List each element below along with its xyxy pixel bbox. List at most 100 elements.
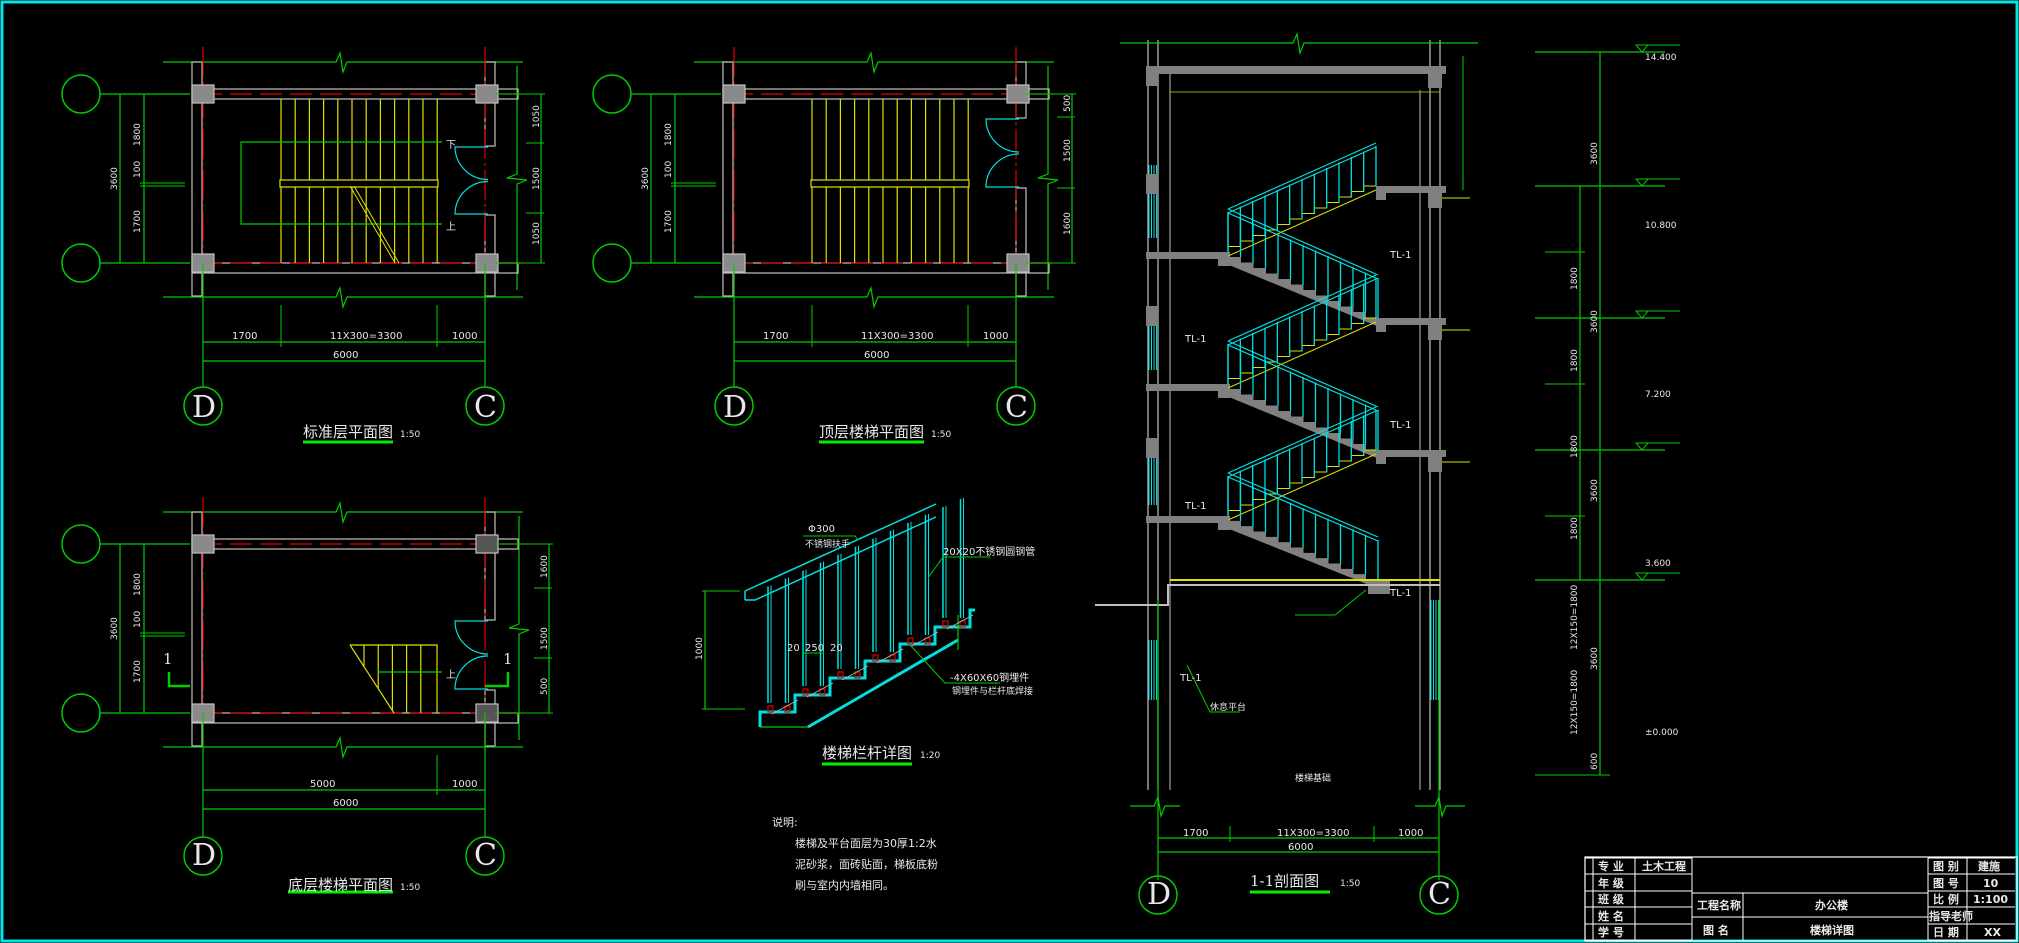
door-leaf (454, 146, 489, 181)
roof-beam (1428, 66, 1442, 88)
handrail (1227, 208, 1379, 276)
dim-left-middle: 100 (664, 161, 674, 178)
section-dim-bottom-1: 1700 (1183, 828, 1208, 839)
dim-right-2: 1500 (532, 167, 542, 190)
dim-total: 6000 (864, 350, 889, 361)
half-dim: 1800 (1570, 435, 1580, 458)
notes-line-1: 楼梯及平台面层为30厚1:2水 (795, 836, 937, 850)
floor-beam (1428, 450, 1442, 472)
axis-bubble-c (465, 836, 505, 876)
plan-title: 标准层平面图 (303, 423, 393, 441)
elevation-label: 14.400 (1645, 53, 1677, 63)
dim-left-middle: 100 (133, 161, 143, 178)
break-line (1120, 31, 1478, 56)
axis-bubble-label-c: C (1428, 877, 1451, 912)
hatch-line (946, 614, 974, 630)
level-symbol (1634, 44, 1650, 53)
section-scale: 1:50 (1340, 879, 1360, 889)
notes-line-2: 泥砂浆，面砖贴面，梯板底粉 (795, 857, 938, 871)
door-leaf (985, 153, 1020, 188)
floor-dim: 3600 (1590, 310, 1600, 333)
wall-bottom (191, 712, 519, 724)
leader-line (927, 556, 990, 579)
landing-label: 休息平台 (1210, 701, 1246, 713)
leader-line (909, 644, 1000, 684)
floor-dim: 3600 (1590, 647, 1600, 670)
foundation-label: 楼梯基础 (1295, 772, 1331, 784)
beam-label: TL-1 (1179, 673, 1201, 684)
door-leaf (454, 620, 489, 655)
plan-scale: 1:50 (400, 883, 420, 893)
axis-bubble-c (465, 386, 505, 426)
column (475, 253, 499, 273)
roof-beam (1146, 66, 1158, 86)
axis-bubble-label-d: D (723, 390, 747, 425)
handrail-note: 不锈钢扶手 (805, 538, 850, 550)
standard-floor-plan: D C 1700 11X300=3300 1000 6000 3600 1800… (61, 47, 545, 444)
handrail (1227, 274, 1377, 342)
section-mark-left: 1 (163, 650, 173, 668)
stair-beam-tl1 (1218, 252, 1230, 266)
stair-break-line (349, 185, 400, 264)
stair-break-line (349, 644, 395, 714)
wall-left (191, 511, 203, 747)
section-dim-total: 6000 (1288, 842, 1313, 853)
dim-right-1: 500 (1063, 95, 1073, 112)
steel-embed (907, 637, 914, 645)
tb-date-label: 日 期 (1933, 925, 1959, 939)
handrail (1227, 472, 1379, 538)
spacing-dim-3: 20 (830, 643, 843, 654)
handrail (1227, 142, 1377, 210)
dim-left-total: 3600 (110, 617, 120, 640)
hatch-line (806, 682, 834, 698)
dim-left-middle: 100 (133, 611, 143, 628)
door-leaf (454, 655, 489, 690)
dim-left-upper: 1800 (133, 123, 143, 146)
door-leaf (985, 118, 1020, 153)
axis-bubble (61, 693, 101, 733)
stair-down-mark: 下 (446, 140, 456, 151)
notes-line-3: 刷与室内内墙相同。 (795, 878, 894, 892)
axis-bubble-label-c: C (1005, 390, 1028, 425)
floor-beam (1428, 186, 1442, 208)
stair-soffit (807, 638, 959, 729)
stair-up-mark: 上 (446, 669, 456, 681)
stair-beam-tl1 (1376, 186, 1386, 200)
steel-embed (837, 671, 844, 679)
spacing-dim-2: 250 (805, 643, 824, 654)
landing-slab (1146, 252, 1226, 259)
stair-beam-tl1 (1376, 318, 1386, 332)
tb-project-value: 办公楼 (1815, 898, 1848, 912)
wall-left (722, 61, 734, 297)
plan-scale: 1:50 (400, 430, 420, 440)
break-line (694, 285, 1054, 310)
wall-right (484, 511, 496, 621)
dim-left-lower: 1700 (133, 210, 143, 233)
floor-slab (1376, 450, 1446, 457)
plan-title: 顶层楼梯平面图 (819, 423, 924, 441)
wall-bottom (722, 262, 1050, 274)
wall-beam (1146, 306, 1158, 326)
floor-slab (1376, 318, 1446, 325)
tb-category-value: 建施 (1978, 859, 2000, 873)
axis-bubble (592, 74, 632, 114)
dim-left-lower: 1700 (133, 660, 143, 683)
column (475, 703, 499, 723)
level-symbol (1634, 310, 1650, 319)
axis-bubble-d (183, 836, 223, 876)
dim-left-total: 3600 (110, 167, 120, 190)
axis-bubble (61, 524, 101, 564)
embed-note-2: 钢埋件与栏杆底焊接 (952, 685, 1033, 697)
leader-line (803, 535, 859, 541)
stair-beam-tl1 (1218, 516, 1230, 530)
dim-right-3: 1600 (1063, 212, 1073, 235)
axis-bubble-c (1419, 875, 1459, 915)
tb-project-label: 工程名称 (1697, 898, 1741, 912)
axis-bubble (592, 243, 632, 283)
dim-left-total: 3600 (641, 167, 651, 190)
dim-right-1: 1050 (532, 105, 542, 128)
beam-label: TL-1 (1389, 588, 1411, 599)
stair-beam-tl1 (1376, 450, 1386, 464)
hatch-line (876, 648, 904, 664)
leader-line (1295, 589, 1367, 616)
